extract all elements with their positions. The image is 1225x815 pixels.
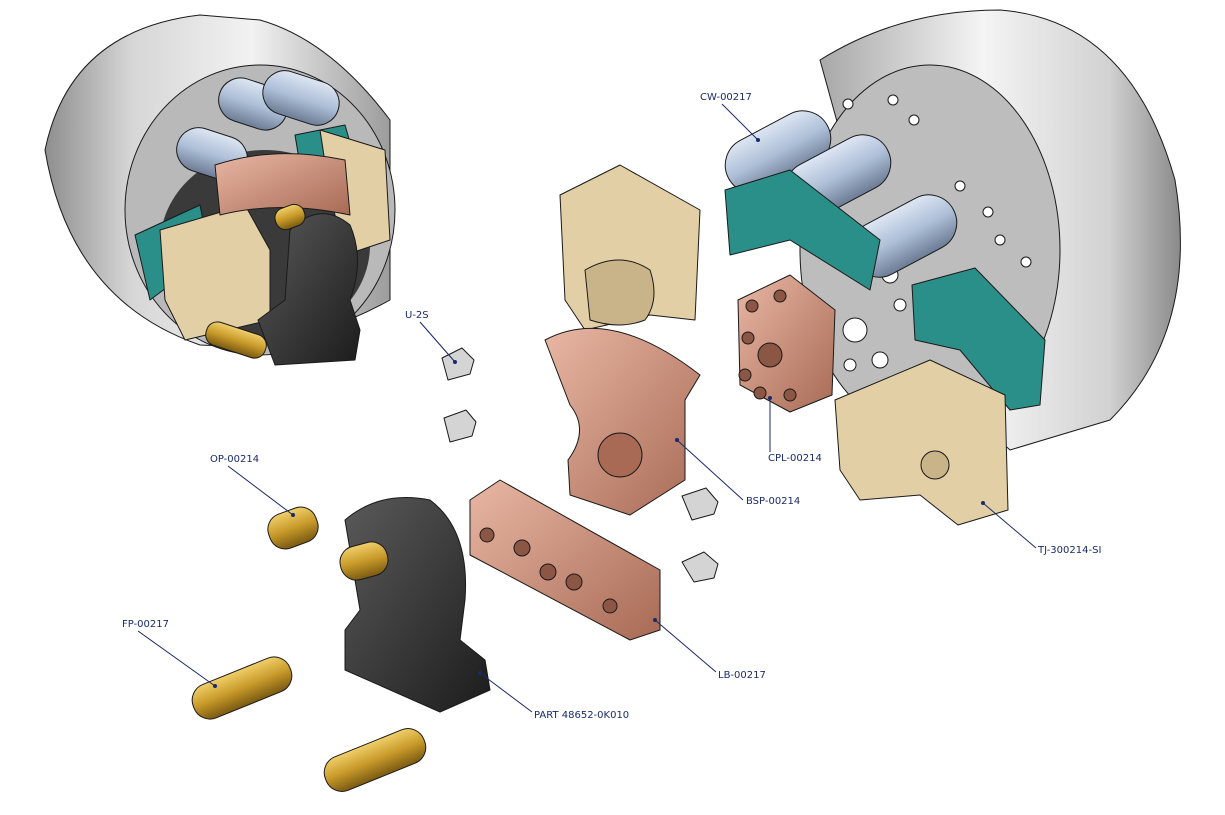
callout-part-label: PART 48652-0K010 [534, 710, 629, 721]
exploded-parts [191, 164, 836, 792]
center-tan-jaw-cutout [584, 259, 655, 326]
left-brass-pin-2 [205, 321, 267, 359]
right-teal-slide-1 [724, 169, 881, 291]
callout-fp: FP-00217 [122, 619, 217, 688]
callout-tj-label: TJ-300214-SI [1037, 545, 1101, 556]
left-black-part [257, 213, 361, 366]
callout-fp-label: FP-00217 [122, 619, 169, 630]
cpl-copper-block [737, 274, 836, 413]
callout-lb-label: LB-00217 [718, 670, 766, 681]
callout-u2s: U-2S [405, 310, 457, 364]
bsp-bore [597, 432, 643, 478]
part-48652-brass-pin [339, 541, 389, 581]
left-cylinder-2 [262, 70, 340, 126]
left-copper-block [214, 153, 351, 216]
u2s-nut-3 [681, 487, 719, 521]
callout-cw: CW-00217 [700, 92, 760, 142]
callout-op-label: OP-00214 [210, 454, 259, 465]
callout-bsp-label: BSP-00214 [746, 496, 800, 507]
u2s-nut-2 [443, 409, 477, 443]
tj-jaw [834, 359, 1009, 526]
callout-cpl-label: CPL-00214 [768, 453, 822, 464]
right-teal-slide-2 [911, 267, 1046, 411]
tj-jaw-hole [920, 450, 950, 480]
left-jaw-tan [159, 204, 271, 341]
callout-lb: LB-00217 [653, 618, 766, 681]
callout-bsp: BSP-00214 [675, 438, 800, 507]
lb-holes [479, 527, 618, 614]
callouts: CW-00217 U-2S OP-00214 FP-00217 BSP-0021… [122, 92, 1101, 721]
callout-op: OP-00214 [210, 454, 295, 517]
left-chuck-assembly [44, 14, 396, 366]
right-chuck-assembly [724, 9, 1181, 526]
u2s-nut-4 [681, 551, 719, 583]
fp-brass-pin-1 [191, 656, 293, 720]
op-brass-pin [267, 506, 319, 550]
callout-tj: TJ-300214-SI [981, 501, 1101, 556]
fp-brass-pin-2 [323, 728, 427, 792]
callout-u2s-label: U-2S [405, 310, 429, 321]
part-48652-body [344, 497, 491, 713]
bsp-copper-part [544, 327, 701, 516]
left-brass-pin-1 [274, 203, 306, 231]
callout-cpl: CPL-00214 [768, 396, 822, 464]
callout-part: PART 48652-0K010 [478, 671, 629, 721]
cpl-holes [738, 289, 797, 402]
callout-cw-label: CW-00217 [700, 92, 752, 103]
